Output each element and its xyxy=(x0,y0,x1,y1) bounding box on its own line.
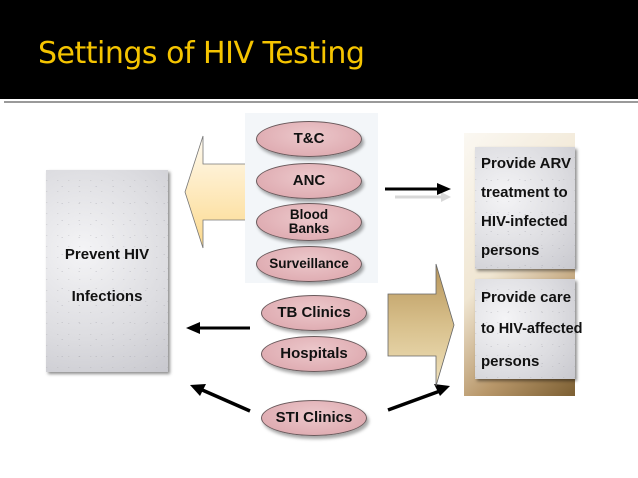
slide-title: Settings of HIV Testing xyxy=(38,36,365,71)
header-divider xyxy=(4,101,638,103)
setting-tc-label: T&C xyxy=(293,130,325,147)
care-panel: Provide ARV treatment to HIV-infected pe… xyxy=(464,133,583,396)
setting-hospitals: Hospitals xyxy=(261,336,367,372)
care-line3: persons xyxy=(481,353,540,370)
setting-blood-banks-line1: Blood xyxy=(289,207,329,222)
setting-hospitals-label: Hospitals xyxy=(280,345,348,362)
arv-line3: HIV-infected xyxy=(481,213,568,230)
prevent-hiv-line2: Infections xyxy=(71,288,143,305)
setting-sti-clinics: STI Clinics xyxy=(261,400,367,436)
setting-anc: ANC xyxy=(256,163,362,199)
arv-line2: treatment to xyxy=(481,184,568,201)
block-arrow-right-icon xyxy=(387,263,455,387)
care-box: Provide care to HIV-affected persons xyxy=(475,279,583,379)
setting-anc-label: ANC xyxy=(292,172,326,189)
setting-tc: T&C xyxy=(256,121,362,157)
setting-blood-banks: Blood Banks xyxy=(256,203,362,241)
setting-blood-banks-line2: Banks xyxy=(288,221,330,236)
care-line2: to HIV-affected xyxy=(481,321,583,337)
prevent-hiv-line1: Prevent HIV xyxy=(64,246,150,263)
setting-surveillance: Surveillance xyxy=(256,246,362,282)
arrow-up-right-icon xyxy=(387,384,450,412)
setting-tb-clinics-label: TB Clinics xyxy=(277,304,351,321)
block-arrow-left-icon xyxy=(184,135,247,249)
arv-line1: Provide ARV xyxy=(481,155,572,172)
setting-tb-clinics: TB Clinics xyxy=(261,295,367,331)
prevent-hiv-box: Prevent HIV Infections xyxy=(46,170,168,372)
arrow-left-icon xyxy=(186,322,250,334)
setting-sti-clinics-label: STI Clinics xyxy=(275,409,353,426)
care-line1: Provide care xyxy=(481,289,572,306)
slide-header: Settings of HIV Testing xyxy=(0,0,638,99)
arv-treatment-box: Provide ARV treatment to HIV-infected pe… xyxy=(475,147,575,269)
arrow-up-left-icon xyxy=(190,384,251,413)
arv-line4: persons xyxy=(481,242,540,259)
setting-surveillance-label: Surveillance xyxy=(269,256,349,271)
arrow-right-icon xyxy=(385,183,451,202)
